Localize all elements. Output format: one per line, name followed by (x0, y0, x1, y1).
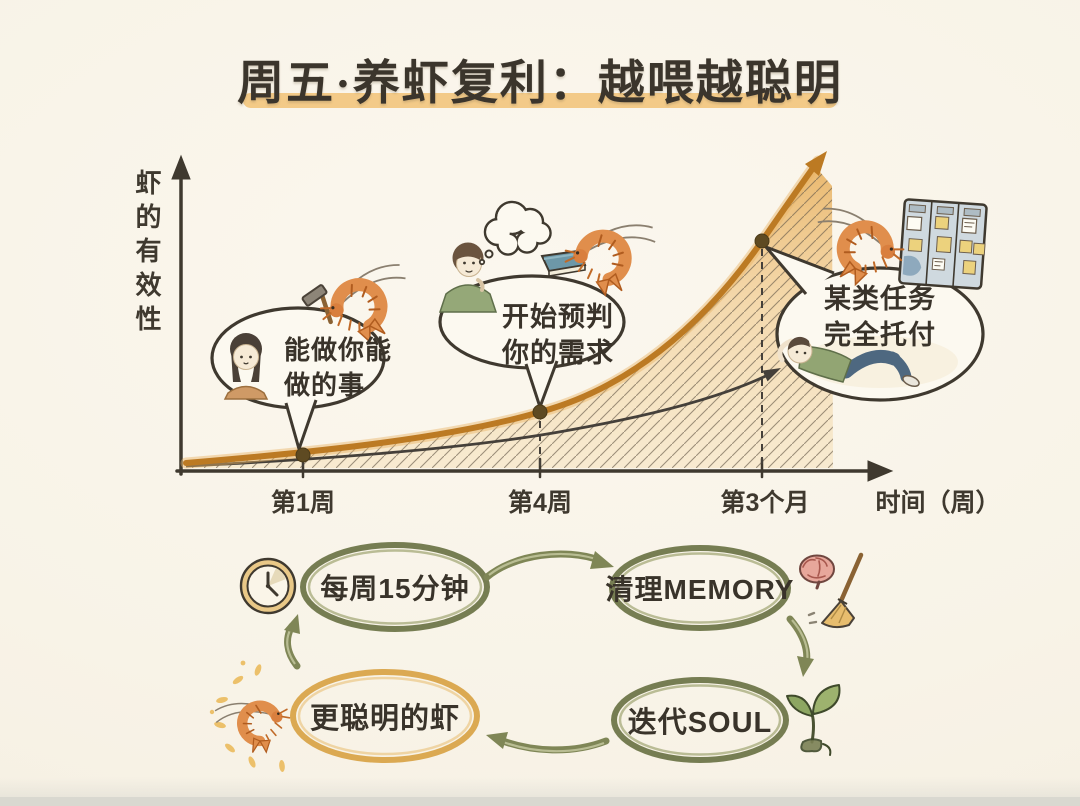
broom-icon (807, 552, 864, 629)
cycle-diagram (209, 542, 864, 772)
thought-cloud-icon (478, 200, 552, 266)
annotation-bubble-2 (438, 200, 626, 409)
annotation-3-line-2: 完全托付 (824, 320, 936, 350)
kanban-board-icon (898, 198, 988, 290)
cycle-arrow-3-4 (486, 732, 610, 754)
cycle-node-ring-3 (611, 677, 789, 763)
woman-avatar (223, 333, 269, 400)
brain-icon (799, 554, 835, 590)
milestone-dots (295, 233, 770, 463)
bottom-edge-fade (0, 777, 1080, 797)
curve-wash-area (186, 166, 833, 468)
cycle-step-3-label: 迭代SOUL (627, 707, 773, 739)
cycle-arrow-4-1 (284, 614, 301, 670)
relaxing-man-avatar (777, 336, 920, 387)
annotation-2-text: 开始预判 你的需求 (502, 299, 614, 371)
sparkling-shrimp-icon (209, 660, 299, 772)
clock-icon (239, 557, 297, 615)
tick-label-week4: 第4周 (508, 489, 572, 517)
annotation-1-line-2: 做的事 (284, 370, 366, 400)
x-axis-label: 时间（周） (875, 489, 1001, 517)
growth-curve (180, 151, 827, 469)
baseline-curve (185, 368, 781, 468)
bottom-edge-strip (0, 797, 1080, 806)
hammer-icon (301, 284, 333, 325)
shrimp-with-hammer-icon (301, 264, 414, 348)
y-axis-label: 虾的有效性 (132, 169, 162, 339)
annotation-2-line-1: 开始预判 (502, 302, 614, 332)
annotation-bubble-1 (210, 306, 386, 451)
title-underline (243, 93, 837, 108)
cycle-node-ring-1 (300, 542, 490, 632)
shrimp-with-book-icon (540, 218, 657, 300)
cycle-arrow-1-2 (483, 550, 614, 581)
annotation-1-text: 能做你能 做的事 (284, 333, 392, 403)
sparkle-rays-icon (209, 660, 285, 772)
thinking-man-avatar (438, 242, 498, 313)
shrimp-at-board-icon (812, 198, 988, 290)
cycle-step-4-label: 更聪明的虾 (309, 703, 461, 735)
cycle-step-1-label: 每周15分钟 (320, 573, 470, 604)
cycle-node-ring-2 (609, 545, 791, 631)
annotation-1-line-1: 能做你能 (284, 335, 393, 365)
annotation-bubble-3 (764, 245, 985, 402)
annotation-2-line-2: 你的需求 (502, 338, 614, 368)
tick-label-month3: 第3个月 (720, 489, 810, 517)
sprout-icon (786, 684, 841, 756)
annotation-3-text: 某类任务 完全托付 (824, 281, 936, 353)
cycle-node-ring-4 (290, 669, 480, 763)
annotation-3-line-1: 某类任务 (824, 284, 936, 314)
y-axis (171, 154, 191, 476)
cycle-step-2-label: 清理MEMORY (605, 574, 795, 605)
page-title: 周五·养虾复利：越喂越聪明 (237, 58, 843, 110)
tick-label-week1: 第1周 (271, 489, 335, 517)
cycle-arrow-2-3 (786, 615, 814, 677)
